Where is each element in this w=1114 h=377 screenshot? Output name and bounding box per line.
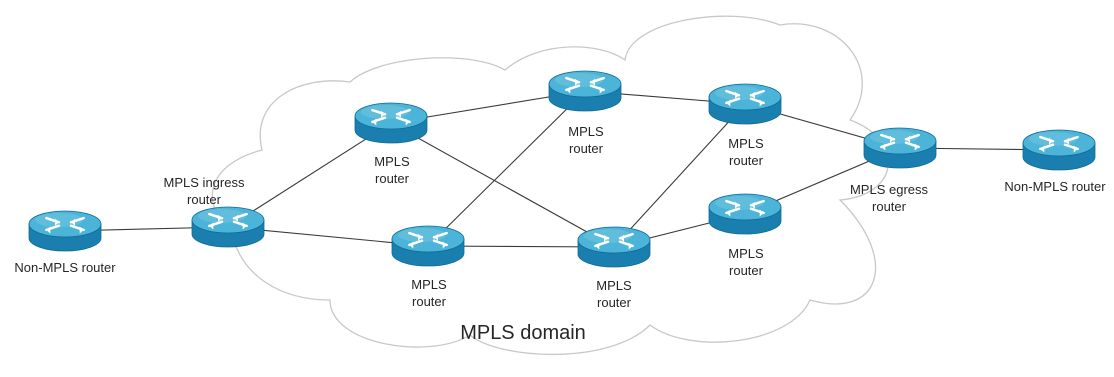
router-label-r_nonmpls_right: Non-MPLS router: [1004, 178, 1105, 195]
router-label-line: router: [597, 295, 631, 310]
link-r_bottom_mid-r_upper_right: [613, 103, 746, 248]
router-label-line: router: [187, 192, 221, 207]
router-label-line: MPLS ingress: [163, 175, 245, 190]
router-label-r_bottom_left: MPLS router: [411, 276, 446, 310]
router-label-line: MPLS: [374, 154, 410, 169]
router-r_egress-icon: [863, 127, 937, 169]
mpls-domain-cloud: [211, 15, 889, 356]
router-label-line: MPLS: [728, 246, 764, 261]
router-label-line: router: [872, 199, 906, 214]
router-r_bottom_mid-icon: [577, 226, 651, 268]
router-label-line: router: [569, 141, 603, 156]
link-r_top_left-r_bottom_mid: [390, 122, 615, 248]
router-r_top_left-icon: [354, 102, 428, 144]
router-r_nonmpls_left-icon: [28, 210, 102, 252]
router-r_ingress-icon: [191, 206, 265, 248]
router-r_upper_right-icon: [708, 83, 782, 125]
router-label-line: Non-MPLS router: [1004, 179, 1106, 194]
router-label-r_nonmpls_left: Non-MPLS router: [14, 259, 115, 276]
router-r_top_mid-icon: [548, 70, 622, 112]
router-label-line: MPLS: [568, 124, 604, 139]
routers: [28, 70, 1096, 268]
router-label-line: router: [412, 294, 446, 309]
link-r_bottom_left-r_top_mid: [427, 90, 586, 247]
router-label-r_upper_right: MPLS router: [728, 135, 763, 169]
link-r_ingress-r_top_left: [227, 122, 392, 228]
router-label-r_top_left: MPLS router: [374, 153, 409, 187]
cloud-outline: [211, 15, 889, 356]
router-label-line: Non-MPLS router: [14, 260, 116, 275]
domain-label: MPLS domain: [460, 322, 586, 344]
router-label-r_top_mid: MPLS router: [568, 123, 603, 157]
router-label-line: MPLS: [728, 136, 764, 151]
router-label-line: MPLS: [411, 277, 447, 292]
router-label-line: router: [729, 153, 763, 168]
router-r_lower_right-icon: [708, 193, 782, 235]
router-label-line: MPLS: [596, 278, 632, 293]
router-r_nonmpls_right-icon: [1022, 129, 1096, 171]
router-label-r_egress: MPLS egress router: [850, 181, 928, 215]
router-label-line: router: [375, 171, 409, 186]
router-label-r_lower_right: MPLS router: [728, 245, 763, 279]
router-r_bottom_left-icon: [391, 225, 465, 267]
router-label-line: router: [729, 263, 763, 278]
router-label-r_ingress: MPLS ingress router: [164, 174, 245, 208]
router-label-r_bottom_mid: MPLS router: [596, 277, 631, 311]
router-label-line: MPLS egress: [849, 182, 929, 197]
